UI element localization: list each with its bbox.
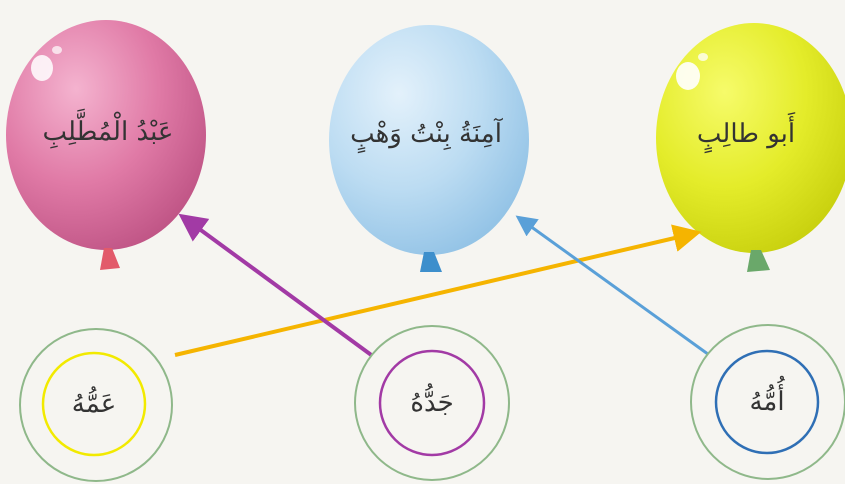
balloon-body [6,20,206,250]
balloon-label: أَبو طالِبٍ [697,112,796,155]
balloon-abu-talib[interactable]: أَبو طالِبٍ [656,23,845,272]
circle-label: جَدُّهُ [410,383,453,418]
balloon-knot [100,248,120,270]
balloon-highlight [676,62,700,90]
balloon-amina-bint-wahb[interactable]: آمِنَةُ بِنْتُ وَهْبٍ [329,25,529,272]
arrow-umm-to-amina [515,215,713,359]
balloon-highlight [31,55,53,81]
arrow-jadd-to-abd-al-muttalib [178,213,376,359]
circle-label: عَمُّهُ [72,385,116,419]
circle-jadd[interactable]: جَدُّهُ [354,325,510,481]
balloon-knot [420,252,442,272]
outer-ring [354,325,510,481]
outer-ring [690,324,845,480]
balloon-body [329,25,529,255]
inner-ring [41,351,147,457]
balloon-knot [747,250,770,272]
balloon-abd-al-muttalib[interactable]: عَبْدُ الْمُطَّلِبِ [6,20,206,270]
inner-ring [378,349,486,457]
circle-amm[interactable]: عَمُّهُ [19,328,173,482]
balloon-label: آمِنَةُ بِنْتُ وَهْبٍ [350,117,504,154]
circle-umm[interactable]: أُمُّهُ [690,324,845,480]
balloon-body [656,23,845,253]
inner-ring [714,349,820,455]
arrow-amm-to-abu-talib [174,224,702,357]
